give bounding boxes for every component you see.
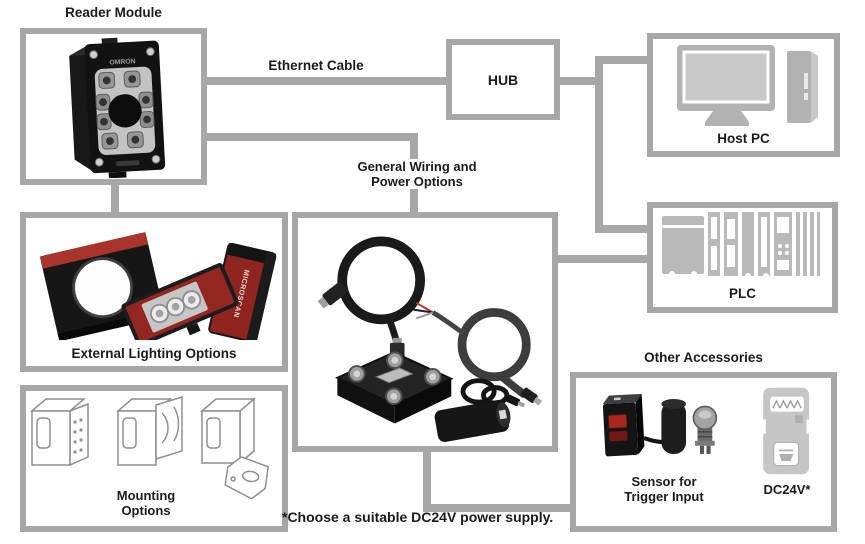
plug-connector-icon [692, 405, 718, 454]
connector-reader-lighting-line [111, 180, 119, 215]
power-supply-footnote: *Choose a suitable DC24V power supply. [282, 509, 554, 525]
mounting-label-line2: Options [121, 503, 171, 518]
connector-accessories-line [423, 504, 573, 512]
mounting-label-line1: Mounting [116, 488, 176, 503]
wiring-kit-icon [317, 236, 543, 442]
connector-wiring-bottom-line [423, 448, 431, 512]
host-pc-icon [677, 45, 818, 126]
dc24v-module-icon [761, 387, 811, 475]
other-accessories-title: Other Accessories [644, 350, 763, 365]
external-lighting-box: MICROSCAN External Lighting Options [20, 212, 288, 372]
mount-drawing-door-icon [115, 395, 183, 466]
mounting-drawings-icon [29, 395, 270, 499]
bar-light-back-icon: MICROSCAN [208, 242, 277, 340]
mount-drawing-plate-icon [29, 398, 89, 467]
connector-reader-wiring-line [200, 133, 418, 141]
dc24v-label: DC24V* [763, 482, 811, 497]
lighting-devices-icon: MICROSCAN [39, 232, 277, 340]
connector-hub-out-line [556, 77, 603, 85]
trigger-sensor-label: Sensor for Trigger Input [584, 474, 744, 504]
connector-wiring-plc-line [552, 255, 650, 263]
external-lighting-label: External Lighting Options [71, 346, 237, 361]
reader-module-label: Reader Module [65, 5, 162, 20]
general-wiring-label-line1: General Wiring and [357, 159, 477, 174]
hub-label: HUB [487, 71, 519, 88]
connector-bus-vertical-line [595, 56, 603, 233]
bar-light-front-icon [121, 263, 239, 340]
reader-brand-text: OMRON [109, 58, 136, 66]
reader-camera-icon: OMRON [69, 37, 166, 178]
right-angle-connector-icon [317, 281, 348, 309]
connector-cap-icon [661, 399, 687, 454]
general-wiring-label-line2: Power Options [371, 174, 463, 189]
other-accessories-box: Sensor for Trigger Input DC24V* [570, 372, 837, 532]
general-wiring-label: General Wiring and Power Options [332, 159, 502, 189]
trigger-sensor-group-icon [602, 393, 718, 457]
connector-bus-hostpc-line [595, 56, 651, 64]
ethernet-cable-label: Ethernet Cable [268, 58, 364, 73]
io-block-icon [335, 351, 454, 424]
plc-box: PLC [647, 202, 838, 313]
plc-icon [662, 212, 820, 279]
sensor-label-line1: Sensor for [631, 474, 697, 489]
host-pc-box: Host PC [647, 33, 840, 157]
connector-bus-plc-line [595, 225, 651, 233]
ethernet-coil-icon [337, 236, 425, 325]
reader-module-box: OMRON [20, 28, 207, 185]
host-pc-label: Host PC [717, 131, 770, 146]
mount-drawing-bracket-icon [199, 397, 270, 499]
hub-box: HUB [446, 39, 560, 120]
connector-ethernet-line [200, 77, 450, 85]
power-cable-coil-icon [457, 308, 531, 382]
mounting-options-box: Mounting Options [20, 385, 288, 532]
power-adapter-icon [434, 378, 526, 442]
sensor-label-line2: Trigger Input [624, 489, 704, 504]
general-wiring-box [292, 212, 558, 452]
plc-label: PLC [729, 286, 756, 301]
mounting-options-label: Mounting Options [26, 488, 266, 518]
